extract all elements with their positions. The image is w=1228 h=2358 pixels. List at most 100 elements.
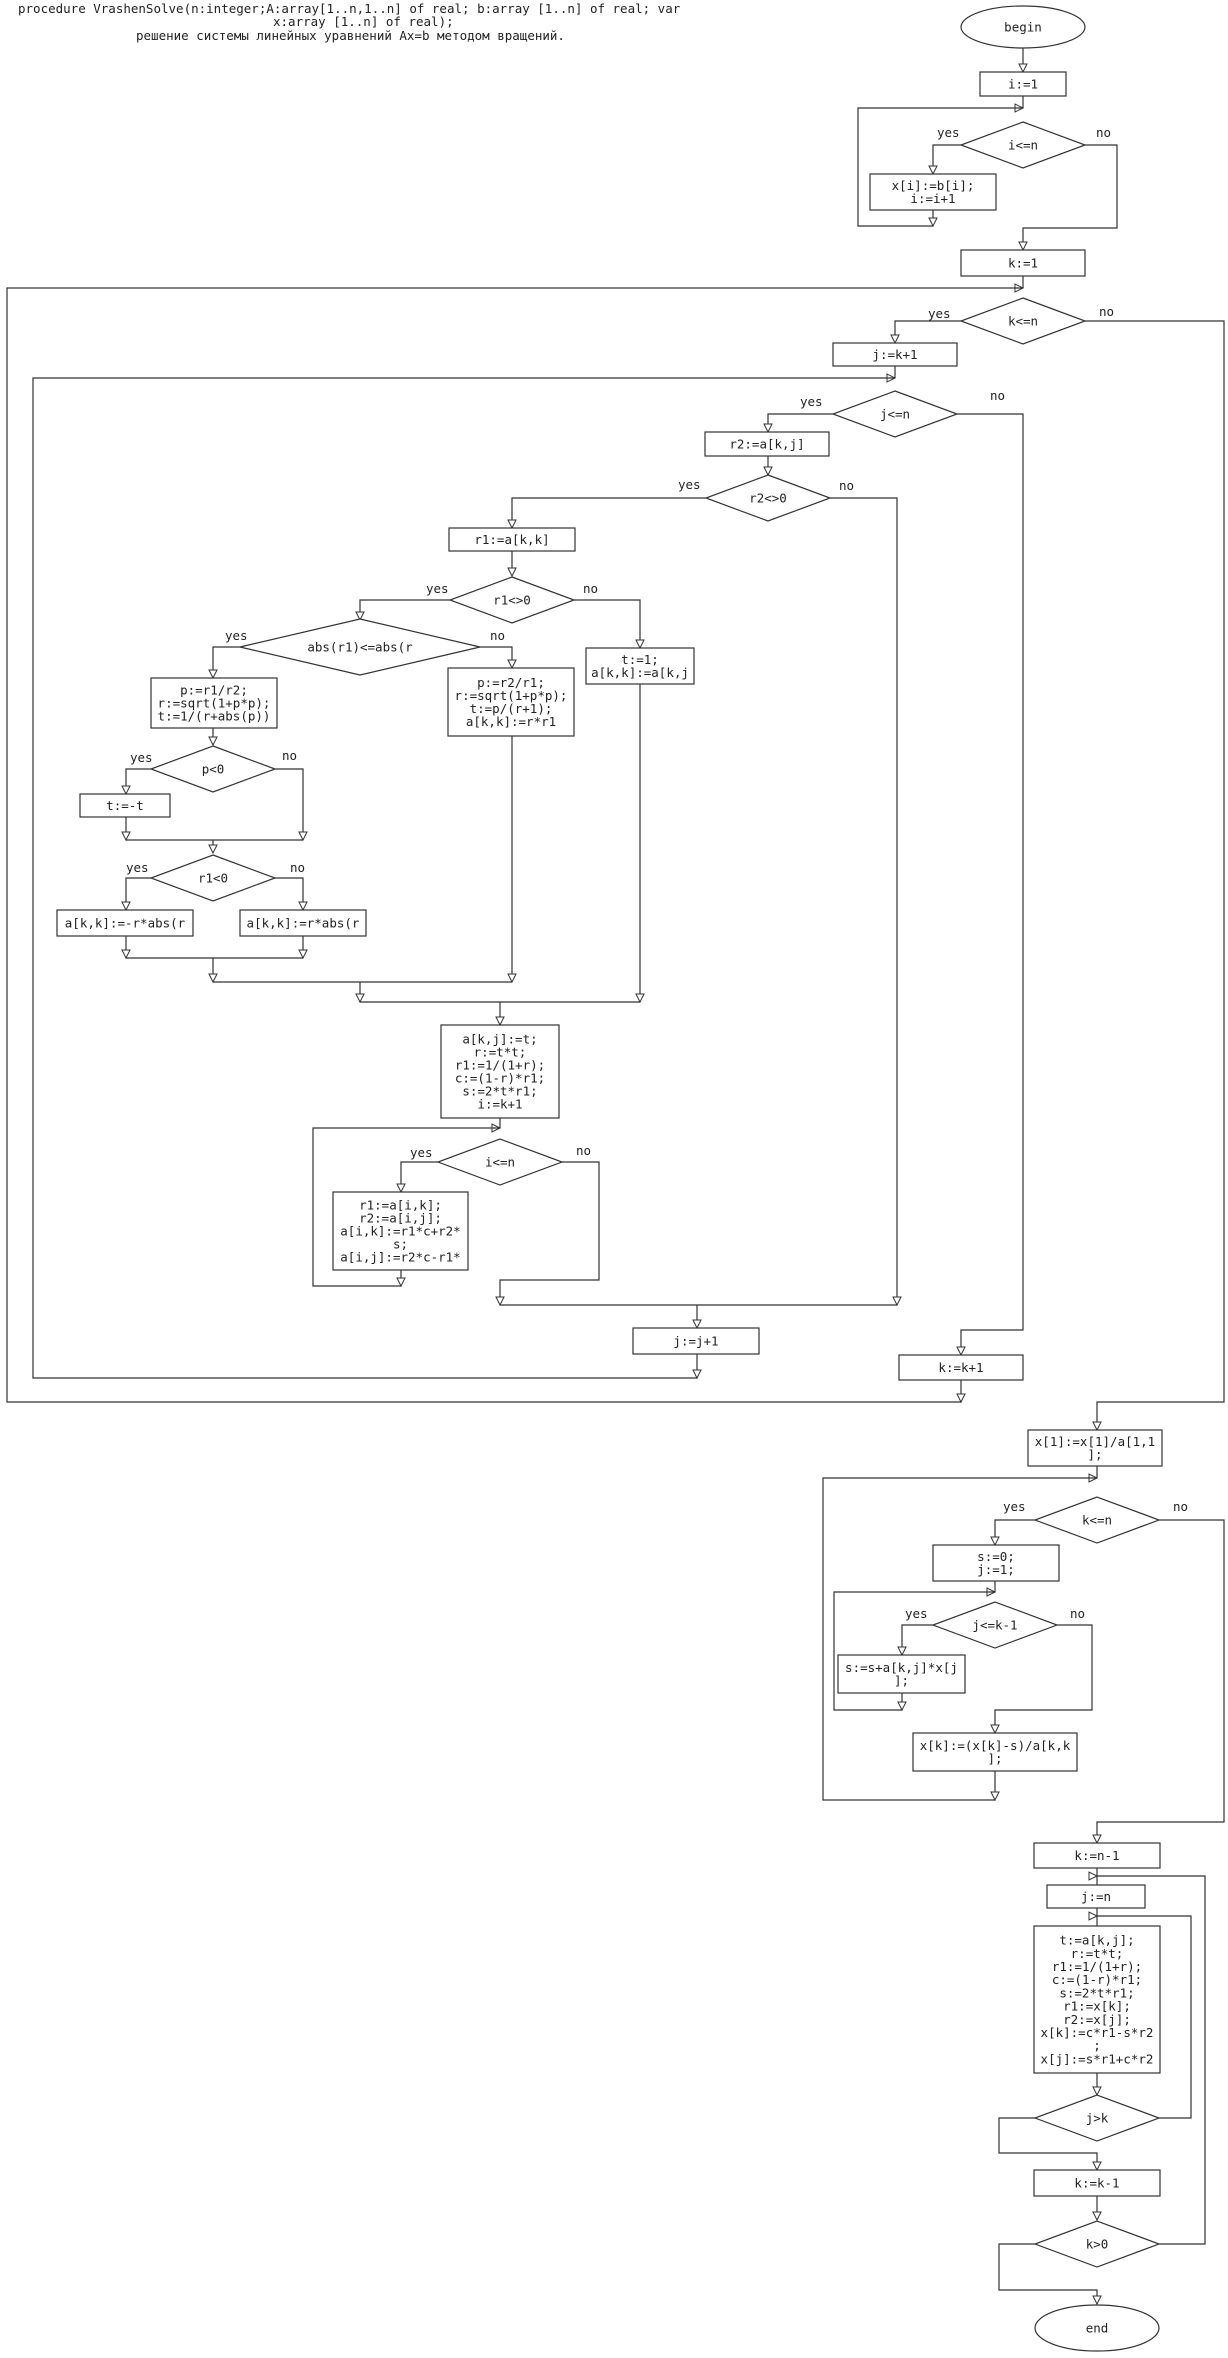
arrow-kloop3-join [1088,1871,1099,1881]
arrow-join-r2 [692,1319,702,1330]
back-sub-box-text-1: t:=a[k,j]; [1059,1933,1134,1948]
tone-box-text-1: t:=1; [621,652,659,667]
arrow-no-2 [1092,1421,1102,1432]
flow-line-no-6 [480,646,513,668]
cond-i-le-n [959,121,1087,169]
flow-line-no-3 [957,413,1024,1355]
x-init-box-text-1: x[i]:=b[i]; [892,178,975,193]
procedure-header-line-2: x:array [1..n] of real); [273,14,454,29]
arrow-no-7 [298,831,308,842]
inner-update-box-text-2: r2:=a[i,j]; [359,1211,442,1226]
cond-r1-ne-0 [448,576,576,624]
xk-box-text-2: ]; [987,1751,1002,1766]
p-right-box-text-2: r:=sqrt(1+p*p); [455,688,568,703]
k-n1-box [1033,1842,1161,1869]
back-sub-box-text-8: x[k]:=c*r1-s*r2 [1041,2025,1154,2040]
tone-box-text-2: a[k,k]:=a[k,j [591,665,689,680]
arrow-tone [635,993,645,1004]
flow-line-yes-6 [212,646,240,678]
inner-update-box-text-5: a[i,j]:=r2*c-r1* [340,1250,460,1265]
t-neg-box [79,793,171,818]
inner-update-box-text-4: s; [393,1237,408,1252]
arrow-no-6 [507,659,517,670]
arrow-akkpos [298,949,308,960]
p-right-box-text-4: a[k,k]:=r*r1 [466,714,556,729]
end-terminal-text: end [1086,2321,1109,2336]
arrow-iloop-back [396,1277,406,1288]
inner-update-box-text-1: r1:=a[i,k]; [359,1198,442,1213]
s-init-box-text-2: j:=1; [977,1562,1015,1577]
label-yes-9: yes [410,1145,433,1160]
back-sub-box-text-7: r2:=x[j]; [1063,2012,1131,2027]
arrow-pright [507,973,517,984]
arrow-no-1 [1018,241,1028,252]
flow-line-yes-7 [125,768,151,794]
label-yes-7: yes [130,750,153,765]
cond-r1-lt-0 [149,854,277,902]
flow-line-no-9 [499,1161,600,1305]
r1-assign-box-text-1: r1:=a[k,k] [474,532,549,547]
arrow-no-4 [892,1296,902,1307]
flow-line-no-1 [1022,144,1118,250]
flow-line-no-11 [994,1624,1093,1733]
arrow-yes-10 [990,1536,1000,1547]
arrow-no-3 [956,1346,966,1357]
arrow-join-p [208,844,218,855]
label-no-5: no [583,581,598,596]
cond-r2-ne-0 [704,474,832,522]
cond-k-lt-n-2-text: k<=n [1082,1513,1112,1528]
flow-line-yes-2 [894,320,961,343]
k-dec-box [1033,2169,1161,2197]
flow-line-no-2 [1085,320,1225,1430]
j-inc-box [632,1327,760,1355]
arrow-yes-3 [763,423,773,434]
j-inc-box-text-1: j:=j+1 [673,1334,718,1349]
begin-terminal-text: begin [1004,20,1042,35]
j-n-box [1046,1884,1146,1909]
cond-k-gt-0-text: k>0 [1086,2237,1109,2252]
label-no-4: no [839,478,854,493]
cond-i-le-n-2-text: i<=n [485,1155,515,1170]
arrow-yes-9 [396,1183,406,1194]
arrow-r1 [507,567,517,578]
arrow-yes-2 [890,334,900,345]
s-init-box-text-1: s:=0; [977,1549,1015,1564]
flow-line-no-10 [1096,1519,1225,1843]
label-no-7: no [282,748,297,763]
cond-abs-text: abs(r1)<=abs(r [307,640,413,655]
rotation-box-text-3: r1:=1/(1+r); [455,1058,545,1073]
flow-line-yes-10 [994,1519,1035,1545]
arrow-jgtk-exit [1092,2161,1102,2172]
flow-line-yes-9 [400,1161,438,1192]
procedure-header-line-3: решение системы линейных уравнений Ax=b … [136,28,565,43]
label-no-6: no [490,628,505,643]
arrow-no-10 [1092,1834,1102,1845]
arrow-kgt0-exit [1092,2295,1102,2306]
flow-line-kloop2-back [822,1477,1097,1801]
procedure-header-line-1: procedure VrashenSolve(n:integer;A:array… [18,1,681,16]
label-yes-1: yes [937,125,960,140]
r2-assign-box-text-1: r2:=a[k,j] [729,437,804,452]
cond-j-le-k1 [931,1601,1059,1649]
cond-r1-ne-0-text: r1<>0 [493,593,531,608]
flow-line-no-5 [574,599,641,648]
label-no-2: no [1099,304,1114,319]
akk-neg-box [56,909,194,937]
arrow-jloop3-join [1088,1911,1099,1921]
s-init-box [932,1544,1060,1582]
arrow-yes-11 [897,1646,907,1657]
r2-assign-box [704,431,830,457]
k-inc-box-text-1: k:=k+1 [938,1360,983,1375]
label-no-9: no [576,1143,591,1158]
rotation-box-text-6: i:=k+1 [477,1097,522,1112]
back-sub-box-text-2: r:=t*t; [1071,1946,1124,1961]
label-no-10: no [1173,1499,1188,1514]
arrow-jloop2-back [897,1701,907,1712]
back-sub-box-text-4: c:=(1-r)*r1; [1052,1972,1142,1987]
akk-neg-box-text-1: a[k,k]:=-r*abs(r [65,916,186,931]
cond-k-lt-n-2 [1033,1496,1161,1544]
s-acc-box-text-1: s:=s+a[k,j]*x[j [845,1660,958,1675]
label-no-8: no [290,860,305,875]
back-sub-box-text-3: r1:=1/(1+r); [1052,1959,1142,1974]
cond-r1-lt-0-text: r1<0 [198,871,228,886]
